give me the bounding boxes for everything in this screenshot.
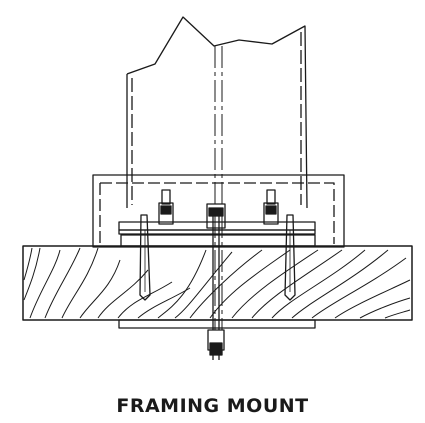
center-bolt bbox=[206, 203, 226, 360]
post bbox=[126, 16, 308, 350]
right-lag-screw bbox=[284, 214, 296, 301]
right-bolt bbox=[263, 189, 279, 225]
timber bbox=[22, 245, 413, 329]
left-lag-screw bbox=[139, 214, 151, 301]
caption: FRAMING MOUNT bbox=[116, 395, 309, 417]
left-bolt bbox=[158, 189, 174, 225]
